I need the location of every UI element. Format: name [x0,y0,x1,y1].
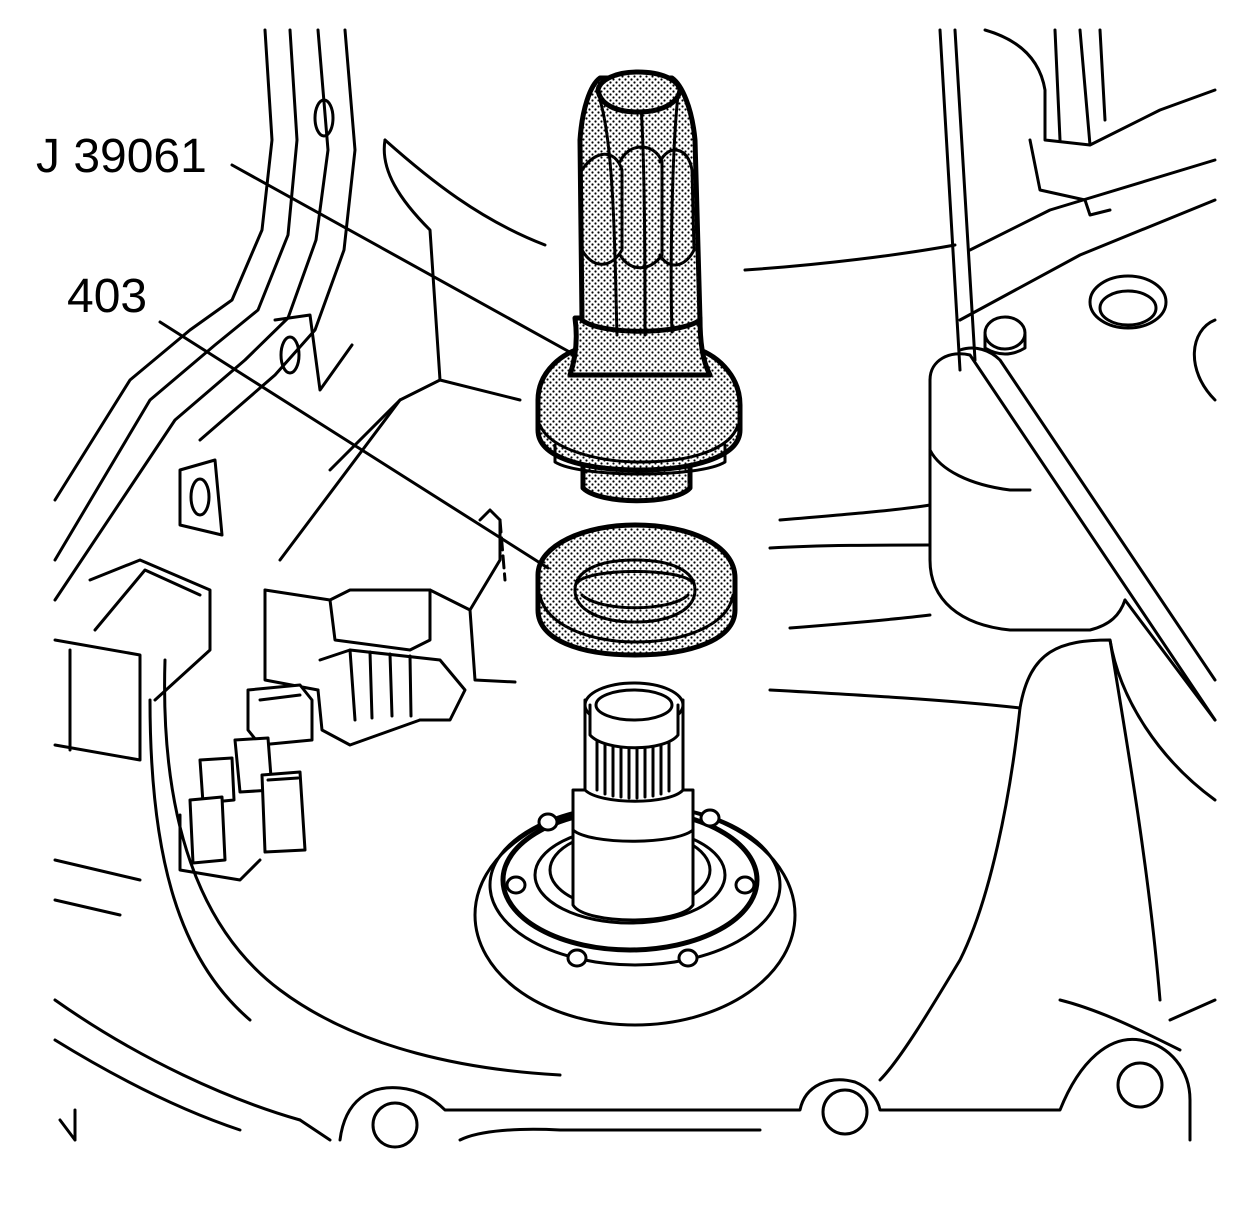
seal-403 [535,522,738,658]
callout-label-tool: J 39061 [36,130,207,183]
leader-line-seal [158,320,550,570]
callout-seal: 403 [67,270,550,570]
callout-label-seal: 403 [67,270,147,323]
shaft-splines [595,728,671,800]
installer-tool-j39061 [535,69,743,504]
output-shaft-assembly [473,681,797,1027]
leader-line-tool [230,163,577,357]
callout-tool: J 39061 [36,130,577,357]
transmission-case [53,28,1217,1149]
